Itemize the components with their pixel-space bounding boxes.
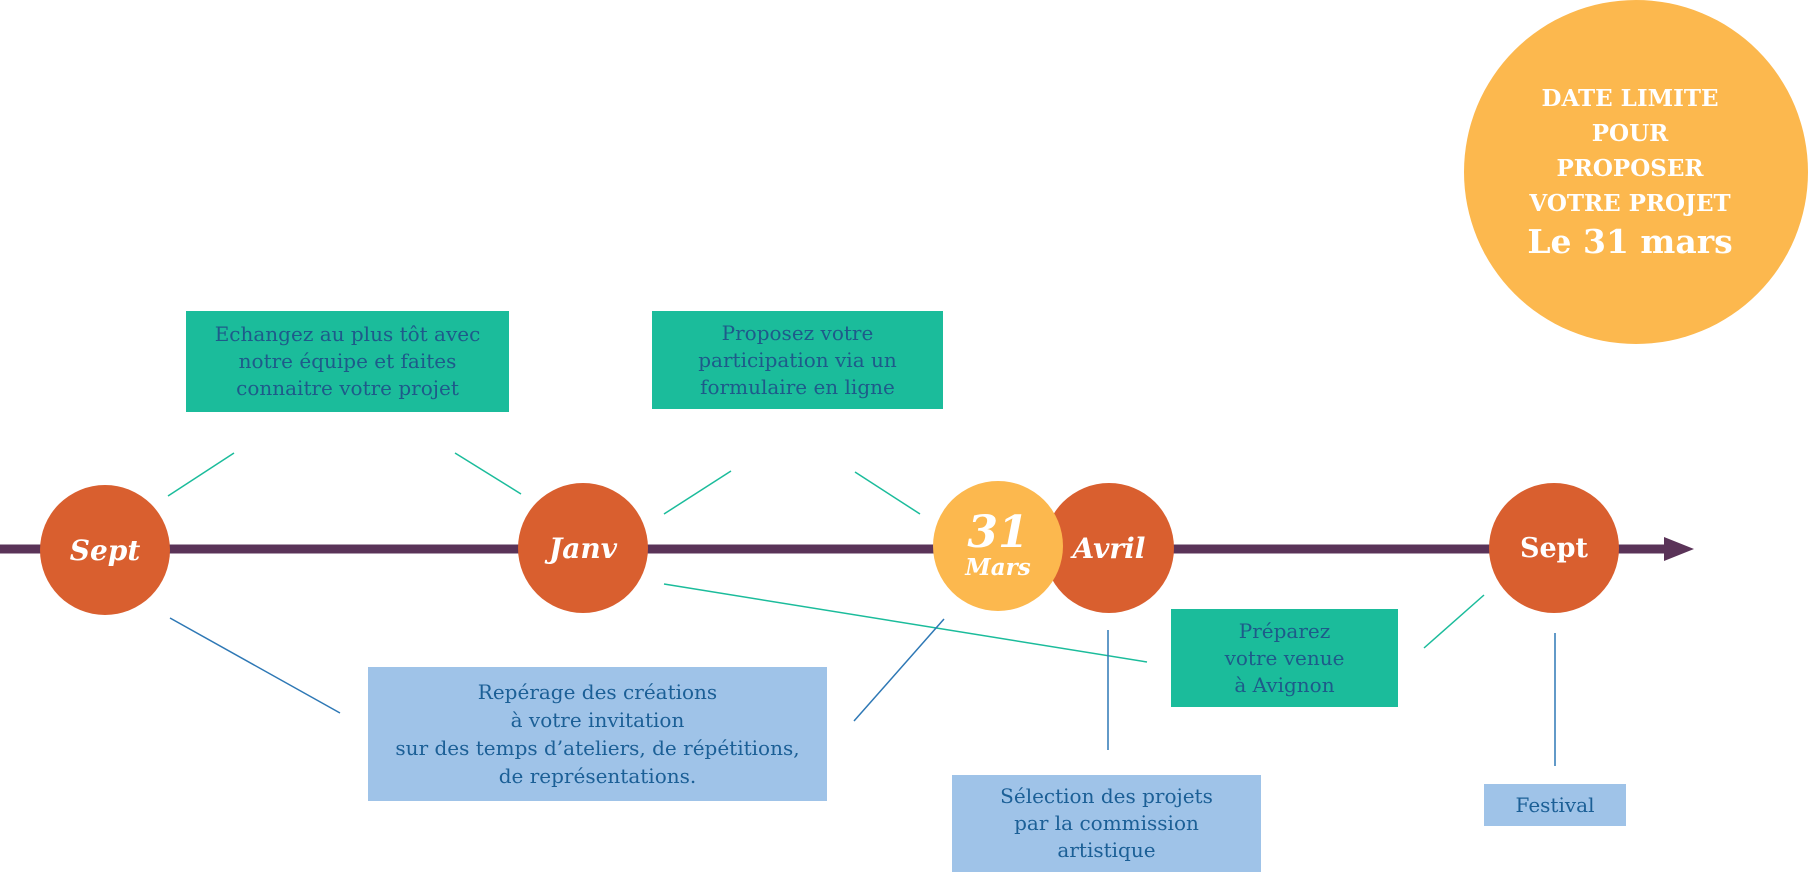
deadline-text: DATE LIMITE POUR PROPOSER VOTRE PROJET [1529,85,1731,217]
connector-preparez-right [1423,594,1485,649]
connector-proposez-left [663,470,732,515]
connector-echangez-right [454,452,522,495]
connector-echangez-left [167,452,235,497]
timeline-arrowhead [1664,537,1694,561]
milestone-31-mars-month: Mars [965,554,1031,581]
milestone-avril: Avril [1044,483,1174,613]
step-festival: Festival [1484,784,1626,826]
connector-proposez-right [854,471,921,515]
milestone-sept-end: Sept [1489,483,1619,613]
step-proposez: Proposez votre participation via un form… [652,311,943,409]
step-echangez: Echangez au plus tôt avec notre équipe e… [186,311,509,412]
step-reperage: Repérage des créations à votre invitatio… [368,667,827,801]
connector-reperage-left [169,617,341,714]
milestone-31-mars-day: 31 [967,507,1029,558]
step-selection: Sélection des projets par la commission … [952,775,1261,872]
deadline-badge: DATE LIMITE POUR PROPOSER VOTRE PROJET L… [1464,0,1808,344]
deadline-date: Le 31 mars [1527,222,1733,261]
step-preparez: Préparez votre venue à Avignon [1171,609,1398,707]
milestone-31-mars: 31 Mars [933,481,1063,611]
connector-preparez-long [663,583,1148,663]
milestone-janv: Janv [518,483,648,613]
milestone-sept-start: Sept [40,485,170,615]
connector-reperage-right [853,618,945,722]
